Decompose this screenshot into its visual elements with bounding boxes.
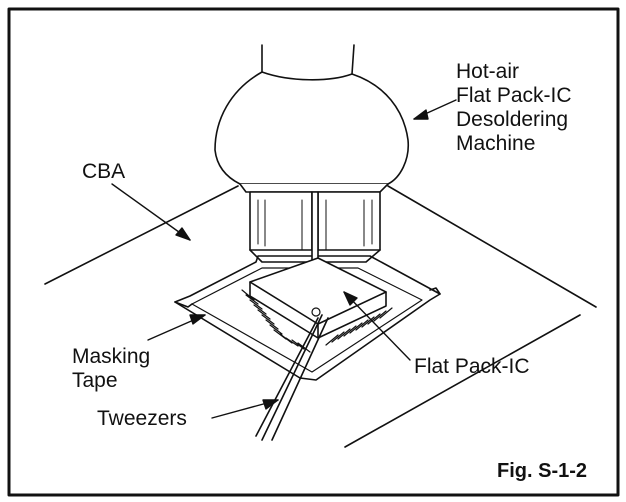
label-machine-line4: Machine (456, 132, 536, 155)
leader-lines (111, 99, 457, 419)
flat-pack-ic (241, 257, 393, 353)
masking-tape (174, 255, 441, 381)
label-cba: CBA (82, 160, 126, 183)
label-machine-line1: Hot-air (456, 60, 520, 83)
label-masking-line1: Masking (72, 345, 151, 368)
label-machine-line3: Desoldering (456, 108, 569, 131)
cba-board (44, 185, 597, 448)
label-machine-line2: Flat Pack-IC (456, 84, 572, 107)
tweezers (255, 314, 329, 441)
label-tweezers: Tweezers (97, 407, 187, 430)
figure-caption: Fig. S-1-2 (497, 460, 588, 482)
hot-air-nozzle (214, 44, 410, 263)
figure-frame (7, 7, 620, 497)
label-flat-pack-ic: Flat Pack-IC (414, 355, 530, 378)
label-masking-line2: Tape (72, 369, 118, 392)
